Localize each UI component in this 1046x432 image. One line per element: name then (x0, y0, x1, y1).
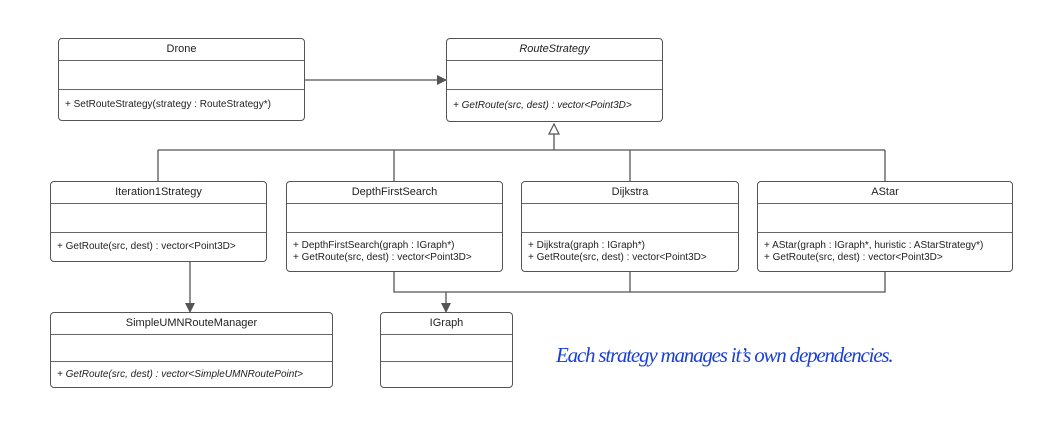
class-name: SimpleUMNRouteManager (51, 313, 332, 335)
operation: + GetRoute(src, dest) : vector<Point3D> (453, 99, 632, 111)
class-name: Drone (59, 39, 304, 61)
operation: + AStar(graph : IGraph*, huristic : ASta… (764, 240, 984, 251)
attributes-section (522, 204, 738, 233)
class-drone: Drone + SetRouteStrategy(strategy : Rout… (58, 38, 305, 121)
class-name: AStar (758, 182, 1012, 204)
operations-section: + DepthFirstSearch(graph : IGraph*) + Ge… (287, 233, 502, 271)
diagram-note: Each strategy manages it’s own dependenc… (556, 343, 894, 367)
operations-section: + SetRouteStrategy(strategy : RouteStrat… (59, 90, 304, 120)
operation: + GetRoute(src, dest) : vector<Point3D> (764, 252, 943, 263)
operations-section: + AStar(graph : IGraph*, huristic : ASta… (758, 233, 1012, 271)
class-name: IGraph (381, 313, 512, 335)
class-route-strategy: RouteStrategy + GetRoute(src, dest) : ve… (446, 38, 663, 122)
operations-section (381, 362, 512, 387)
class-depth-first-search: DepthFirstSearch + DepthFirstSearch(grap… (286, 181, 503, 272)
attributes-section (51, 335, 332, 362)
operation: + GetRoute(src, dest) : vector<Point3D> (528, 252, 707, 263)
operation: + GetRoute(src, dest) : vector<SimpleUMN… (57, 368, 303, 380)
operations-section: + Dijkstra(graph : IGraph*) + GetRoute(s… (522, 233, 738, 271)
attributes-section (447, 61, 662, 90)
operation: + SetRouteStrategy(strategy : RouteStrat… (65, 99, 271, 110)
operations-section: + GetRoute(src, dest) : vector<SimpleUMN… (51, 362, 332, 387)
class-simple-umn-route-manager: SimpleUMNRouteManager + GetRoute(src, de… (50, 312, 333, 388)
operations-section: + GetRoute(src, dest) : vector<Point3D> (447, 90, 662, 121)
operation: + Dijkstra(graph : IGraph*) (528, 240, 645, 251)
operation: + GetRoute(src, dest) : vector<Point3D> (57, 241, 236, 252)
class-name: Iteration1Strategy (51, 182, 266, 204)
operation: + GetRoute(src, dest) : vector<Point3D> (293, 252, 472, 263)
class-name: RouteStrategy (447, 39, 662, 61)
attributes-section (51, 204, 266, 233)
attributes-section (59, 61, 304, 90)
igraph-dependency-bus (393, 272, 886, 293)
class-iteration1-strategy: Iteration1Strategy + GetRoute(src, dest)… (50, 181, 267, 262)
class-dijkstra: Dijkstra + Dijkstra(graph : IGraph*) + G… (521, 181, 739, 272)
attributes-section (381, 335, 512, 362)
class-name: DepthFirstSearch (287, 182, 502, 204)
attributes-section (758, 204, 1012, 233)
operation: + DepthFirstSearch(graph : IGraph*) (293, 240, 455, 251)
class-name: Dijkstra (522, 182, 738, 204)
attributes-section (287, 204, 502, 233)
class-igraph: IGraph (380, 312, 513, 388)
operations-section: + GetRoute(src, dest) : vector<Point3D> (51, 233, 266, 261)
class-astar: AStar + AStar(graph : IGraph*, huristic … (757, 181, 1013, 272)
